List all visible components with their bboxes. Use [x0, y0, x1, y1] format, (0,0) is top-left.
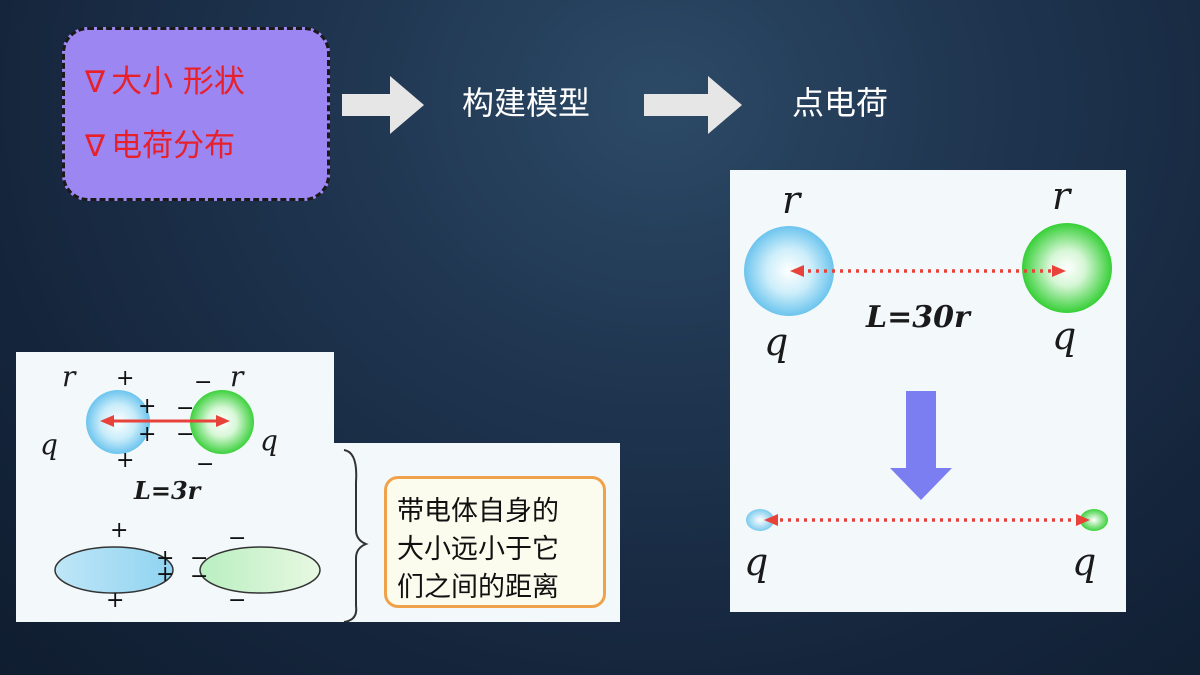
- plus-sign: +: [106, 588, 125, 613]
- minus-sign: −: [228, 588, 247, 613]
- green-ellipse: [199, 546, 321, 594]
- plus-sign: +: [116, 448, 135, 473]
- minus-sign: −: [176, 422, 195, 447]
- step-point-charge: 点电荷: [792, 84, 889, 122]
- property-charge-distribution-text: 电荷分布: [111, 128, 236, 164]
- blue-point-charge: [746, 509, 774, 531]
- label-r-left: r: [62, 360, 76, 393]
- plus-sign: +: [138, 394, 157, 419]
- green-point-charge: [1080, 509, 1108, 531]
- minus-sign: −: [176, 396, 195, 421]
- property-size-shape-text: 大小 形状: [111, 64, 245, 100]
- property-size-shape: ∇大小 形状: [85, 56, 245, 101]
- note-box: 带电体自身的 大小远小于它 们之间的距离: [384, 476, 606, 608]
- minus-sign: −: [228, 526, 247, 551]
- label-q-far-left: q: [764, 320, 789, 364]
- plus-sign: +: [138, 422, 157, 447]
- minus-sign: −: [190, 564, 209, 589]
- label-q-far-right: q: [1052, 314, 1077, 358]
- triangle-bullet-icon: ∇: [85, 129, 106, 164]
- plus-sign: +: [156, 562, 175, 587]
- close-spheres-diagram: [54, 390, 369, 622]
- flow-arrow-2-icon: [644, 76, 742, 134]
- plus-sign: +: [110, 518, 129, 543]
- properties-box: ∇大小 形状 ∇电荷分布: [62, 27, 330, 201]
- label-r-right: r: [230, 360, 244, 393]
- label-r-far-right: r: [1052, 174, 1071, 218]
- minus-sign: −: [194, 370, 213, 395]
- label-q-point-right: q: [1072, 540, 1097, 584]
- flow-arrow-1-icon: [342, 76, 424, 134]
- bracket-icon: [343, 449, 369, 622]
- distance-label-30r: L=30r: [866, 300, 970, 335]
- label-q-point-left: q: [744, 540, 769, 584]
- triangle-bullet-icon: ∇: [85, 65, 106, 100]
- green-sphere-right: [1022, 223, 1112, 313]
- step-build-model: 构建模型: [462, 84, 591, 122]
- label-q-right: q: [260, 424, 278, 457]
- blue-sphere-right: [744, 226, 834, 316]
- note-line-2: 大小远小于它: [397, 534, 559, 565]
- distance-label-3r: L=3r: [134, 476, 201, 505]
- down-arrow-icon: [890, 391, 952, 500]
- property-charge-distribution: ∇电荷分布: [85, 120, 235, 165]
- note-line-3: 们之间的距离: [397, 572, 559, 603]
- label-r-far-left: r: [782, 178, 801, 222]
- minus-sign: −: [190, 546, 209, 571]
- blue-ellipse: [54, 546, 174, 594]
- label-q-left: q: [40, 428, 58, 461]
- note-line-1: 带电体自身的: [397, 496, 559, 527]
- minus-sign: −: [196, 452, 215, 477]
- plus-sign: +: [116, 366, 135, 391]
- far-spheres-diagram: [744, 223, 1112, 531]
- plus-sign: +: [156, 546, 175, 571]
